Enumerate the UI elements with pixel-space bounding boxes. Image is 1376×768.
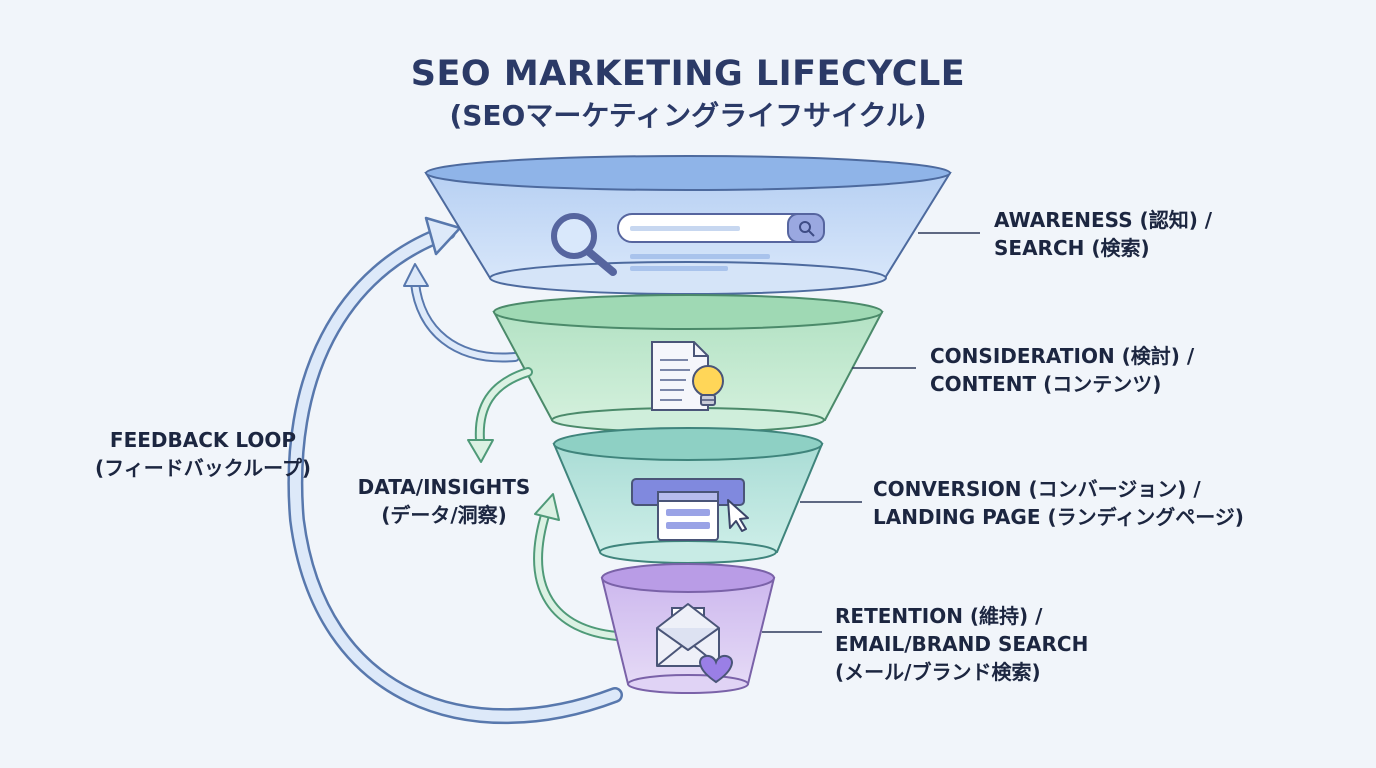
label-data-insights: DATA/INSIGHTS (データ/洞察) — [354, 473, 534, 529]
label-feedback-loop: FEEDBACK LOOP (フィードバックループ) — [87, 426, 319, 482]
funnel-tier-awareness — [424, 155, 952, 295]
label-awareness: AWARENESS (認知) / SEARCH (検索) — [994, 206, 1212, 262]
data-insights-arrow — [467, 367, 533, 463]
consideration-to-awareness-arrow — [403, 263, 520, 363]
label-conversion: CONVERSION (コンバージョン) / LANDING PAGE (ランデ… — [873, 475, 1244, 531]
label-consideration-line-1: CONSIDERATION (検討) / — [930, 344, 1195, 368]
label-awareness-line-2: SEARCH (検索) — [994, 236, 1150, 260]
label-feedback-loop-line-1: FEEDBACK LOOP — [109, 428, 297, 452]
label-data-insights-line-2: (データ/洞察) — [381, 503, 507, 527]
label-retention-line-2: EMAIL/BRAND SEARCH — [835, 632, 1089, 656]
label-conversion-line-2: LANDING PAGE (ランディングページ) — [873, 505, 1244, 529]
label-data-insights-line-1: DATA/INSIGHTS — [357, 475, 531, 499]
label-consideration-line-2: CONTENT (コンテンツ) — [930, 372, 1162, 396]
document-lightbulb-icon — [651, 341, 724, 411]
diagram-title: SEO MARKETING LIFECYCLE — [410, 54, 966, 94]
label-feedback-loop-line-2: (フィードバックループ) — [94, 456, 312, 480]
landing-page-click-icon — [631, 478, 749, 541]
magnifier-search-bar-icon — [551, 213, 825, 276]
label-retention-line-3: (メール/ブランド検索) — [835, 660, 1041, 684]
feedback-loop-arrow — [287, 216, 623, 725]
diagram-subtitle: (SEOマーケティングライフサイクル) — [449, 99, 927, 132]
label-consideration: CONSIDERATION (検討) / CONTENT (コンテンツ) — [930, 342, 1194, 398]
envelope-heart-icon — [656, 603, 733, 684]
label-conversion-line-1: CONVERSION (コンバージョン) / — [873, 477, 1201, 501]
retention-to-conversion-arrow — [533, 493, 622, 641]
label-retention: RETENTION (維持) / EMAIL/BRAND SEARCH (メール… — [835, 602, 1088, 686]
label-retention-line-1: RETENTION (維持) / — [835, 604, 1043, 628]
label-awareness-line-1: AWARENESS (認知) / — [994, 208, 1213, 232]
